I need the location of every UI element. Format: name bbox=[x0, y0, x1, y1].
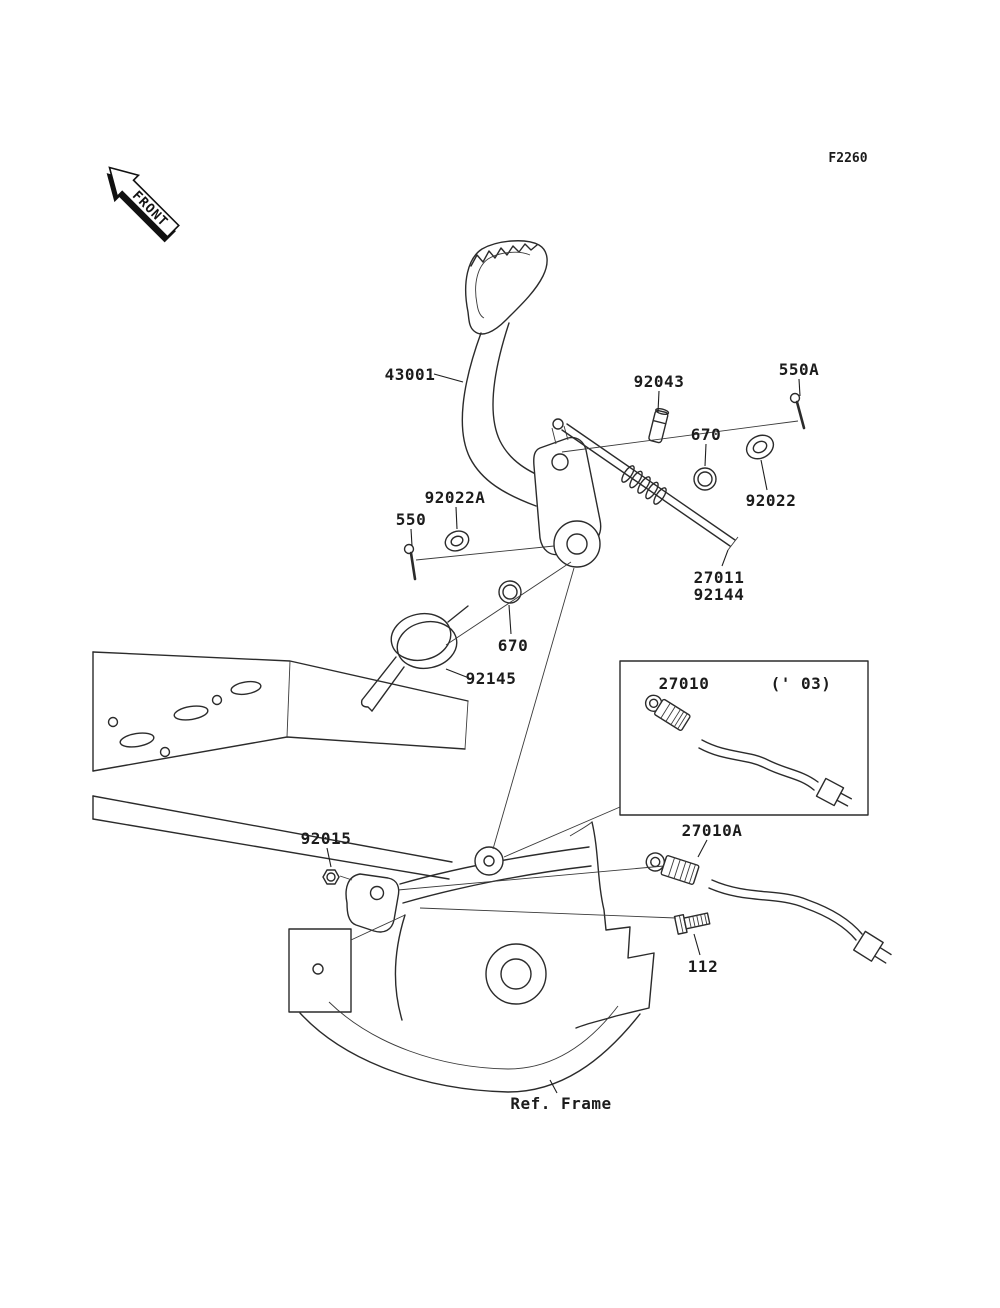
pedal-pad bbox=[465, 240, 548, 335]
switch-27010a-drawing bbox=[645, 852, 892, 964]
cotter-pin-550 bbox=[403, 543, 417, 581]
rod-spring bbox=[621, 465, 667, 505]
callout-92043: 92043 bbox=[634, 372, 685, 391]
washer-92022 bbox=[745, 434, 775, 460]
callout-550: 550 bbox=[396, 510, 426, 529]
callout-27011: 27011 bbox=[694, 568, 745, 587]
return-spring-92145 bbox=[360, 605, 469, 712]
frame-left-plate bbox=[288, 928, 352, 1013]
callout-labels: 43001 92043 550A 670 92022 92022A 550 27… bbox=[301, 360, 832, 1113]
switch-inset-box bbox=[619, 660, 869, 816]
callout-ref-frame: Ref. Frame bbox=[510, 1094, 611, 1113]
switch-27010a-connector bbox=[852, 930, 892, 964]
callout-670-lower: 670 bbox=[498, 636, 528, 655]
clevis-hole bbox=[551, 453, 569, 471]
bolt-112 bbox=[673, 912, 711, 935]
cotter-pin-550a bbox=[789, 392, 806, 430]
brake-pedal-drawing bbox=[461, 240, 602, 568]
callout-550a: 550A bbox=[779, 360, 820, 379]
pedal-mount-boss bbox=[474, 846, 504, 876]
nut-92015 bbox=[322, 869, 340, 885]
frame-hub bbox=[485, 943, 547, 1005]
front-arrow-icon: FRONT bbox=[106, 166, 180, 243]
callout-112: 112 bbox=[688, 957, 718, 976]
figure-code: F2260 bbox=[828, 151, 867, 166]
callout-27010a: 27010A bbox=[682, 821, 743, 840]
push-rod-drawing bbox=[552, 418, 739, 551]
callout-92022: 92022 bbox=[746, 491, 797, 510]
pin-92043 bbox=[648, 407, 670, 444]
callout-92145: 92145 bbox=[466, 669, 517, 688]
switch-27010-connector bbox=[815, 777, 853, 807]
switch-27010-body bbox=[644, 694, 691, 731]
callout-670-upper: 670 bbox=[691, 425, 721, 444]
callout-43001: 43001 bbox=[385, 365, 436, 384]
switch-bracket bbox=[345, 873, 400, 933]
callout-92144: 92144 bbox=[694, 585, 745, 604]
switch-27010-wire bbox=[701, 739, 819, 783]
o-ring-670-lower bbox=[498, 580, 522, 604]
lower-frame bbox=[288, 821, 655, 1093]
pedal-pad-serration bbox=[470, 243, 538, 267]
callout-92015: 92015 bbox=[301, 829, 352, 848]
assembly-axis-lines bbox=[397, 420, 799, 919]
frame-bottom-arc bbox=[299, 1012, 641, 1093]
callout-92022a: 92022A bbox=[425, 488, 486, 507]
switch-27010a-wire bbox=[711, 879, 863, 935]
washer-92022a bbox=[444, 530, 470, 552]
frame-rail bbox=[92, 651, 469, 880]
callout-27010: 27010 bbox=[659, 674, 710, 693]
o-ring-670-upper bbox=[693, 467, 717, 491]
callout-27010-year: (' 03) bbox=[771, 674, 832, 693]
pedal-arm bbox=[461, 332, 537, 507]
leader-lines bbox=[326, 373, 801, 1094]
